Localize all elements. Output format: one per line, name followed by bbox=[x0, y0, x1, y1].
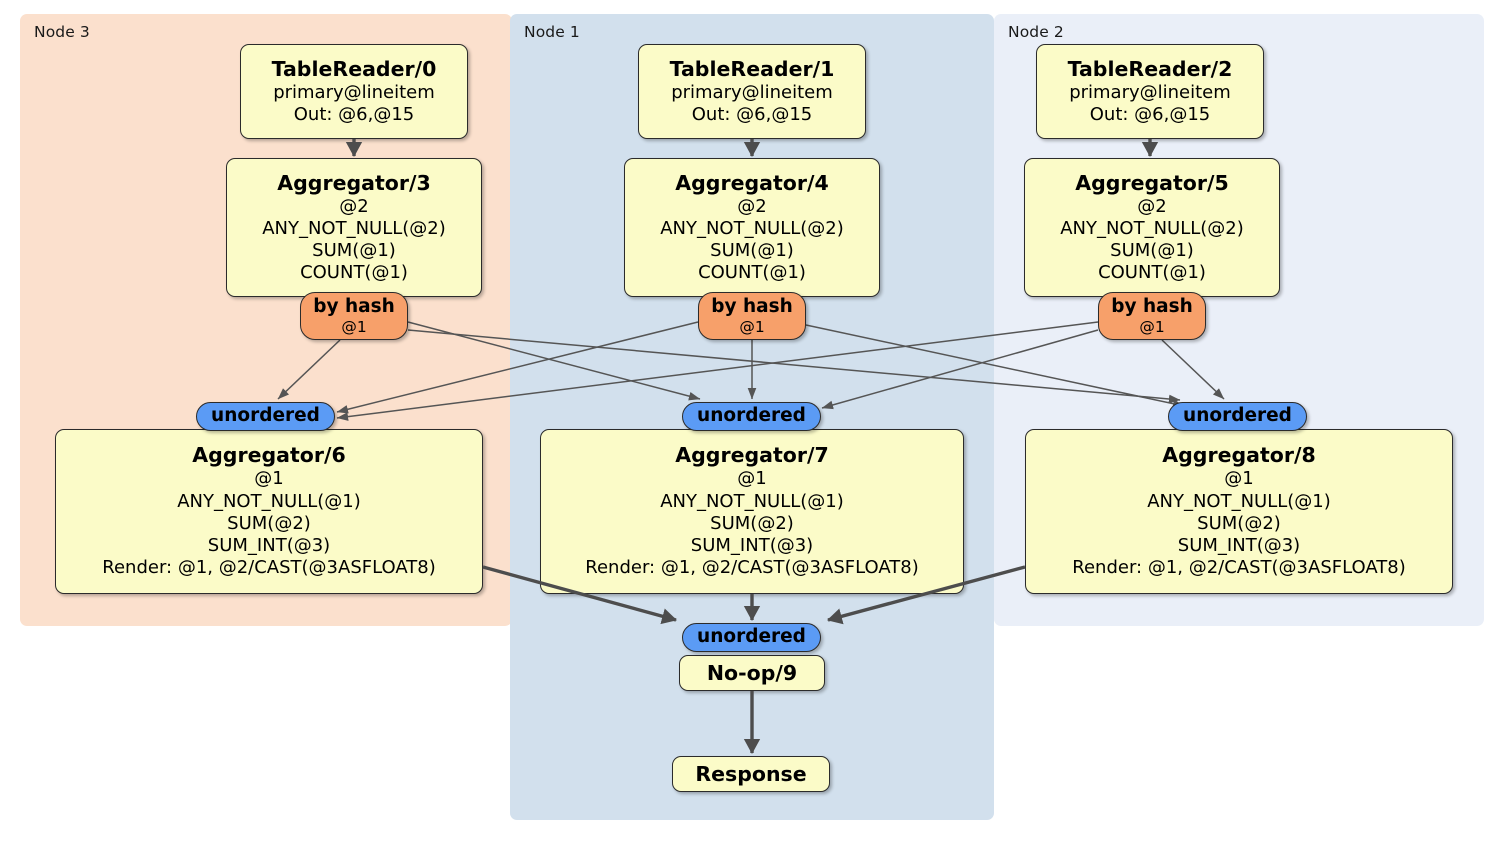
pill-title: by hash bbox=[1111, 295, 1193, 317]
pill-subtitle: @1 bbox=[739, 317, 765, 336]
router-by-hash-hash5[interactable]: by hash@1 bbox=[1098, 292, 1206, 340]
processor-noop9[interactable]: No-op/9 bbox=[679, 655, 825, 691]
router-by-hash-hash3[interactable]: by hash@1 bbox=[300, 292, 408, 340]
processor-title: Aggregator/7 bbox=[675, 443, 829, 468]
node-panel-label: Node 3 bbox=[34, 23, 90, 41]
processor-detail-line: SUM(@1) bbox=[1110, 240, 1194, 261]
processor-detail-line: SUM_INT(@3) bbox=[690, 535, 814, 557]
pill-subtitle: @1 bbox=[1139, 317, 1165, 336]
processor-detail-line: @1 bbox=[254, 468, 284, 490]
pill-title: unordered bbox=[697, 626, 806, 648]
processor-detail-line: COUNT(@1) bbox=[1098, 262, 1206, 284]
processor-detail-line: @1 bbox=[737, 468, 767, 490]
processor-title: Aggregator/4 bbox=[675, 170, 829, 195]
processor-detail-line: @2 bbox=[1137, 195, 1167, 217]
processor-detail-line: ANY_NOT_NULL(@2) bbox=[660, 217, 844, 239]
processor-detail-line: ANY_NOT_NULL(@1) bbox=[660, 490, 844, 512]
stream-unordered-unord9[interactable]: unordered bbox=[682, 623, 821, 652]
processor-title: Response bbox=[695, 761, 807, 786]
pill-title: unordered bbox=[1183, 405, 1292, 427]
pill-title: by hash bbox=[711, 295, 793, 317]
processor-title: Aggregator/3 bbox=[277, 170, 431, 195]
processor-detail-line: @2 bbox=[737, 195, 767, 217]
processor-title: TableReader/1 bbox=[669, 56, 835, 81]
node-panel-label: Node 1 bbox=[524, 23, 580, 41]
pill-title: unordered bbox=[697, 405, 806, 427]
processor-detail-line: SUM(@1) bbox=[710, 240, 794, 261]
processor-title: TableReader/0 bbox=[271, 56, 437, 81]
processor-detail-line: COUNT(@1) bbox=[300, 262, 408, 284]
processor-detail-line: primary@lineitem bbox=[671, 81, 833, 103]
router-by-hash-hash4[interactable]: by hash@1 bbox=[698, 292, 806, 340]
processor-detail-line: Out: @6,@15 bbox=[1089, 104, 1211, 125]
processor-detail-line: SUM(@2) bbox=[227, 512, 311, 534]
processor-detail-line: ANY_NOT_NULL(@2) bbox=[1060, 217, 1244, 239]
stream-unordered-unord7[interactable]: unordered bbox=[682, 402, 821, 431]
processor-title: No-op/9 bbox=[706, 660, 798, 685]
stream-unordered-unord6[interactable]: unordered bbox=[196, 402, 335, 431]
pill-title: by hash bbox=[313, 295, 395, 317]
processor-detail-line: COUNT(@1) bbox=[698, 262, 806, 284]
processor-response[interactable]: Response bbox=[672, 756, 830, 792]
processor-title: Aggregator/8 bbox=[1162, 443, 1316, 468]
processor-detail-line: Render: @1, @2/CAST(@3ASFLOAT8) bbox=[1072, 557, 1406, 579]
processor-detail-line: SUM_INT(@3) bbox=[1177, 535, 1301, 557]
processor-title: Aggregator/6 bbox=[192, 443, 346, 468]
processor-detail-line: ANY_NOT_NULL(@1) bbox=[1147, 490, 1331, 512]
processor-title: TableReader/2 bbox=[1067, 56, 1233, 81]
node-panel-label: Node 2 bbox=[1008, 23, 1064, 41]
processor-detail-line: primary@lineitem bbox=[1069, 81, 1231, 103]
processor-detail-line: ANY_NOT_NULL(@1) bbox=[177, 490, 361, 512]
processor-detail-line: SUM(@2) bbox=[710, 512, 794, 534]
processor-detail-line: Render: @1, @2/CAST(@3ASFLOAT8) bbox=[585, 557, 919, 579]
pill-title: unordered bbox=[211, 405, 320, 427]
processor-title: Aggregator/5 bbox=[1075, 170, 1229, 195]
processor-detail-line: SUM_INT(@3) bbox=[207, 535, 331, 557]
processor-detail-line: Render: @1, @2/CAST(@3ASFLOAT8) bbox=[102, 557, 436, 579]
processor-detail-line: SUM(@1) bbox=[312, 240, 396, 261]
processor-detail-line: Out: @6,@15 bbox=[293, 104, 415, 125]
processor-detail-line: primary@lineitem bbox=[273, 81, 435, 103]
processor-detail-line: Out: @6,@15 bbox=[691, 104, 813, 125]
processor-detail-line: @2 bbox=[339, 195, 369, 217]
pill-subtitle: @1 bbox=[341, 317, 367, 336]
processor-detail-line: ANY_NOT_NULL(@2) bbox=[262, 217, 446, 239]
processor-detail-line: @1 bbox=[1224, 468, 1254, 490]
processor-detail-line: SUM(@2) bbox=[1197, 512, 1281, 534]
stream-unordered-unord8[interactable]: unordered bbox=[1168, 402, 1307, 431]
